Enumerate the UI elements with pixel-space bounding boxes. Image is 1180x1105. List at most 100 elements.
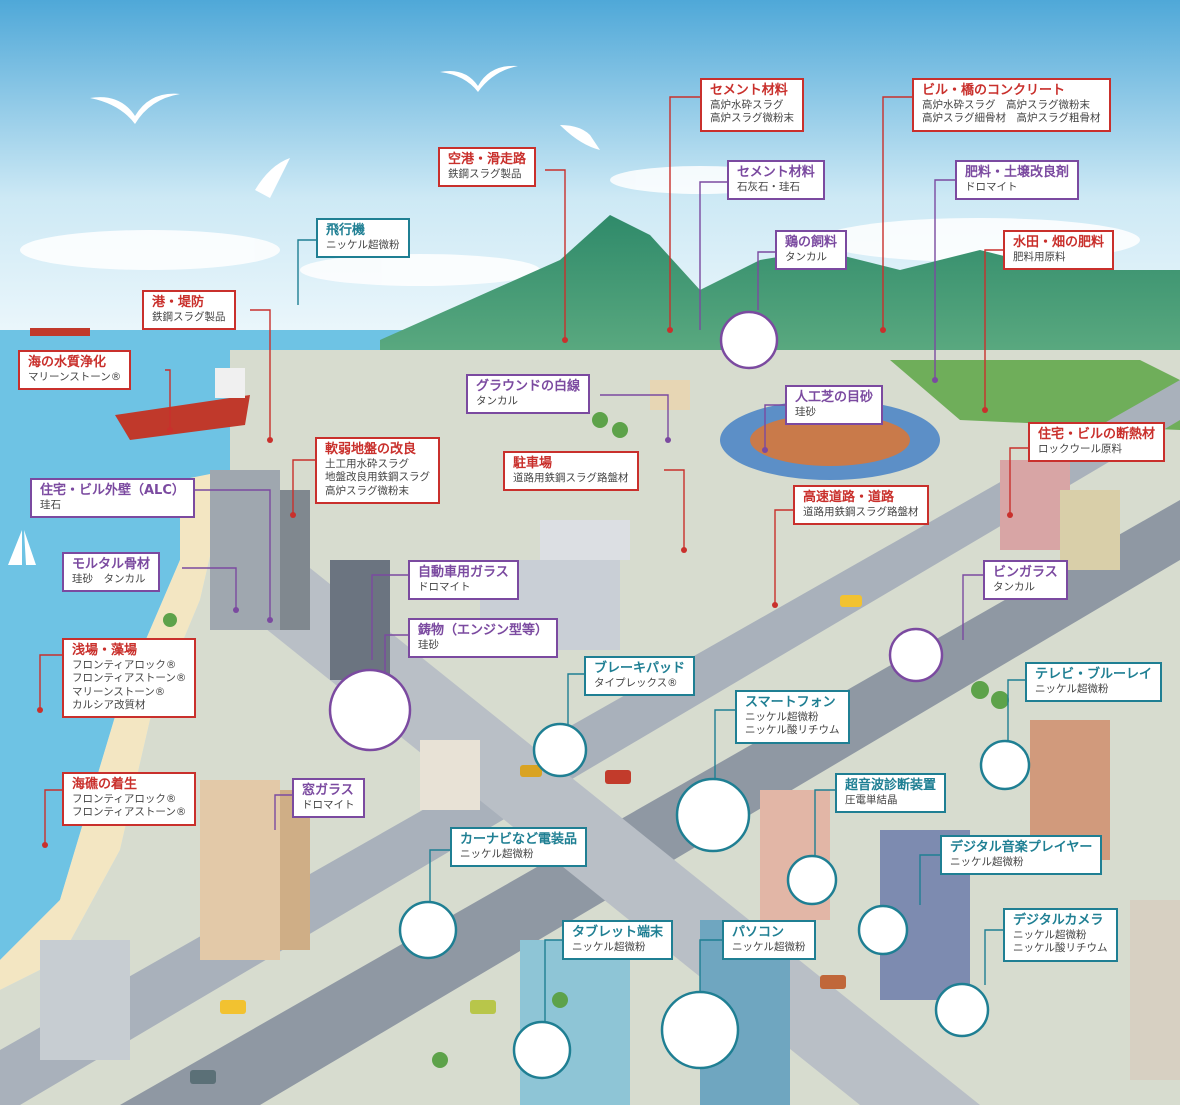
label-brake: ブレーキパッドタイプレックス®: [584, 656, 696, 697]
label-window: 窓ガラスドロマイト: [292, 778, 365, 819]
label-pc: パソコンニッケル超微粉: [722, 920, 816, 961]
label-title: セメント材料: [737, 165, 815, 180]
label-title: グラウンドの白線: [476, 379, 581, 394]
carnav-callout-icon: [398, 900, 458, 960]
label-reef: 海礁の着生フロンティアロック®フロンティアストーン®: [62, 772, 197, 826]
label-title: 海礁の着生: [72, 777, 138, 792]
label-line: 土工用水砕スラグ: [325, 458, 409, 471]
label-phone: スマートフォンニッケル超微粉ニッケル酸リチウム: [735, 690, 850, 744]
brake-callout-icon: [532, 722, 588, 778]
label-turf: 人工芝の目砂珪砂: [785, 385, 884, 426]
label-line: 高炉水砕スラグ 高炉スラグ微粉末: [922, 99, 1090, 112]
cars: [190, 595, 862, 1084]
label-line: ニッケル超微粉: [460, 848, 534, 861]
label-line: 地盤改良用鉄鋼スラグ: [325, 471, 430, 484]
label-title: 飛行機: [326, 223, 366, 238]
tablet-callout-icon: [512, 1020, 572, 1080]
label-title: 鶏の飼料: [785, 235, 838, 250]
label-title: デジタル音楽プレイヤー: [950, 840, 1093, 855]
label-parking: 駐車場道路用鉄鋼スラグ路盤材: [503, 451, 639, 492]
label-title: 窓ガラス: [302, 783, 354, 798]
seagull-icon: [90, 65, 600, 198]
label-line: ドロマイト: [418, 581, 471, 594]
label-line: フロンティアストーン®: [72, 672, 187, 685]
label-ground: グラウンドの白線タンカル: [466, 374, 591, 415]
label-tidal: 浅場・藻場フロンティアロック®フロンティアストーン®マリーンストーン®カルシア改…: [62, 638, 197, 718]
label-mortar: モルタル骨材珪砂 タンカル: [62, 552, 161, 593]
label-line: タンカル: [785, 251, 827, 264]
label-line: ニッケル超微粉: [745, 711, 819, 724]
label-line: 高炉スラグ細骨材 高炉スラグ粗骨材: [922, 112, 1101, 125]
music-callout-icon: [857, 904, 909, 956]
label-title: 住宅・ビル外壁（ALC）: [40, 483, 185, 498]
label-water: 海の水質浄化マリーンストーン®: [18, 350, 132, 391]
label-line: ニッケル酸リチウム: [745, 724, 840, 737]
label-line: 珪砂 タンカル: [72, 573, 146, 586]
label-highway: 高速道路・道路道路用鉄鋼スラグ路盤材: [793, 485, 929, 526]
label-line: ニッケル超微粉: [326, 239, 400, 252]
label-title: 高速道路・道路: [803, 490, 895, 505]
label-tablet: タブレット端末ニッケル超微粉: [562, 920, 674, 961]
label-line: マリーンストーン®: [72, 685, 166, 698]
label-alc: 住宅・ビル外壁（ALC）珪石: [30, 478, 195, 519]
label-casting: 鋳物（エンジン型等）珪砂: [408, 618, 559, 659]
label-title: 空港・滑走路: [448, 152, 527, 167]
label-title: 軟弱地盤の改良: [325, 442, 417, 457]
label-airport: 空港・滑走路鉄鋼スラグ製品: [438, 147, 537, 188]
label-line: 鉄鋼スラグ製品: [448, 168, 522, 181]
label-line: 珪砂: [418, 639, 439, 652]
label-softground: 軟弱地盤の改良土工用水砕スラグ地盤改良用鉄鋼スラグ高炉スラグ微粉末: [315, 437, 440, 504]
wine-callout-icon: [888, 627, 944, 683]
label-line: 高炉スラグ微粉末: [710, 112, 794, 125]
label-line: フロンティアロック®: [72, 793, 177, 806]
label-title: モルタル骨材: [72, 557, 151, 572]
ultrasound-callout-icon: [786, 854, 838, 906]
sailboat-icon: [8, 530, 36, 565]
label-cement1: セメント材料高炉水砕スラグ高炉スラグ微粉末: [700, 78, 804, 132]
label-title: 肥料・土壌改良剤: [965, 165, 1070, 180]
car-engine-callout-icon: [328, 668, 412, 752]
label-title: 水田・畑の肥料: [1013, 235, 1105, 250]
label-line: 高炉スラグ微粉末: [325, 484, 409, 497]
leader-lines: [39, 96, 1028, 1030]
label-line: 石灰石・珪石: [737, 181, 800, 194]
label-title: タブレット端末: [572, 925, 664, 940]
phone-callout-icon: [675, 777, 751, 853]
label-line: カルシア改質材: [72, 698, 146, 711]
label-line: タイプレックス®: [594, 677, 678, 690]
label-line: ニッケル超微粉: [950, 856, 1024, 869]
label-title: 駐車場: [513, 456, 553, 471]
label-title: ビンガラス: [993, 565, 1058, 580]
label-title: 超音波診断装置: [845, 778, 937, 793]
label-camera: デジタルカメラニッケル超微粉ニッケル酸リチウム: [1003, 908, 1118, 962]
label-title: テレビ・ブルーレイ: [1035, 667, 1153, 682]
label-title: 浅場・藻場: [72, 643, 138, 658]
label-ultrasound: 超音波診断装置圧電単結晶: [835, 773, 947, 814]
label-title: ブレーキパッド: [594, 661, 686, 676]
label-title: パソコン: [732, 925, 785, 940]
label-title: 港・堤防: [152, 295, 205, 310]
label-music: デジタル音楽プレイヤーニッケル超微粉: [940, 835, 1103, 876]
label-chicken: 鶏の飼料タンカル: [775, 230, 848, 271]
label-line: 高炉水砕スラグ: [710, 99, 784, 112]
stadium-field: [750, 414, 910, 466]
chicken-callout-icon: [719, 310, 779, 370]
label-concrete: ビル・橋のコンクリート高炉水砕スラグ 高炉スラグ微粉末高炉スラグ細骨材 高炉スラ…: [912, 78, 1111, 132]
label-line: ニッケル超微粉: [732, 941, 806, 954]
label-line: 圧電単結晶: [845, 794, 898, 807]
label-line: 肥料用原料: [1013, 251, 1066, 264]
label-title: スマートフォン: [745, 695, 836, 710]
coast-road: [230, 560, 980, 1105]
label-line: ロックウール原料: [1038, 443, 1122, 456]
label-line: ニッケル超微粉: [1035, 683, 1109, 696]
callout-circles: [328, 310, 1031, 1080]
label-line: 道路用鉄鋼スラグ路盤材: [803, 506, 919, 519]
camera-callout-icon: [934, 982, 990, 1038]
label-line: ニッケル酸リチウム: [1013, 942, 1108, 955]
label-carnav: カーナビなど電装品ニッケル超微粉: [450, 827, 588, 868]
label-title: 人工芝の目砂: [795, 390, 874, 405]
label-bottle: ビンガラスタンカル: [983, 560, 1068, 601]
label-title: セメント材料: [710, 83, 788, 98]
ship-icon: [30, 328, 250, 440]
tv-callout-icon: [979, 739, 1031, 791]
